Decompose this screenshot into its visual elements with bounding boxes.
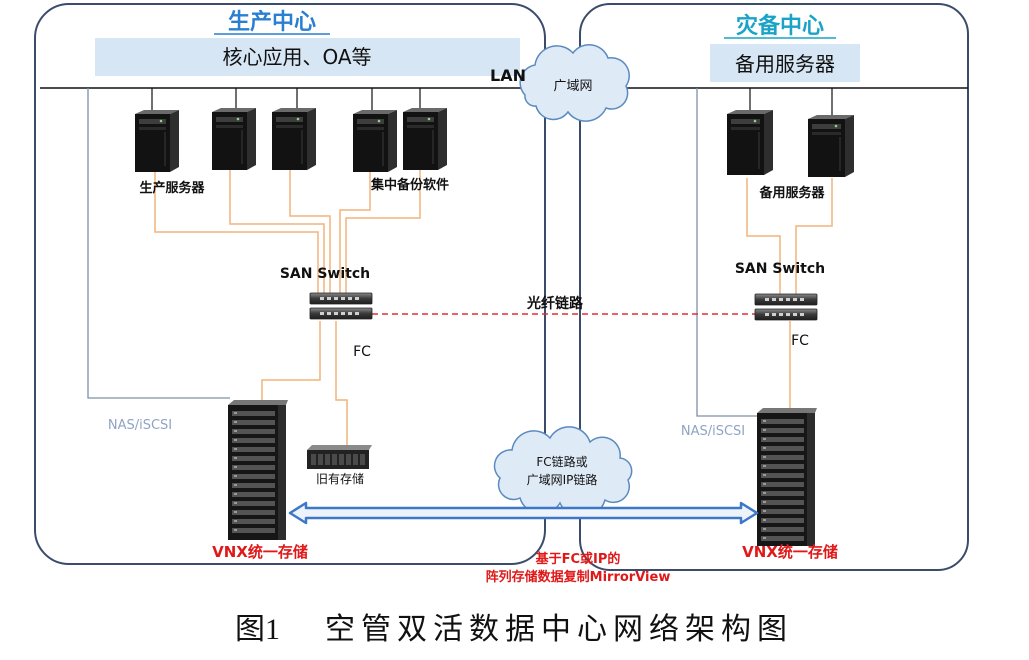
replication-cloud-line-1: FC链路或 [536,454,587,469]
san-switch-label-left: SAN Switch [280,266,370,282]
vnx-label-left: VNX统一存储 [212,543,308,561]
dr-center-title: 灾备中心 [736,13,824,39]
server-icon [272,108,316,170]
fiber-link-label: 光纤链路 [526,295,584,312]
figure-caption: 空管双活数据中心网络架构图 [325,613,787,646]
storage-rack-icon [228,400,288,540]
figure-number: 图1 [235,613,280,646]
core-apps-bar [95,38,520,76]
lan-drops [151,88,833,115]
storage-rack-icon [757,408,817,546]
lan-label: LAN [490,66,526,85]
dr-center-frame [579,3,969,571]
devices [135,108,854,546]
legacy-storage-icon [307,445,372,469]
san-cables [154,170,833,447]
server-icon [808,115,854,177]
fc-label-left: FC [353,344,371,360]
replication-note-line-1: 基于FC或IP的 [535,551,621,567]
standby-server-box [710,44,860,82]
legacy-storage-label: 旧有存储 [316,471,364,486]
core-apps-label: 核心应用、OA等 [222,45,371,69]
nas-label-right: NAS/iSCSI [681,424,745,439]
nas-label-left: NAS/iSCSI [108,418,172,433]
server-icon [353,110,397,172]
san-switch-icon [309,292,373,320]
san-switch-icon [754,293,818,321]
backup-software-label: 集中备份软件 [370,177,449,193]
replication-arrow [288,501,759,525]
san-switch-label-right: SAN Switch [735,261,825,277]
standby-servers-label: 备用服务器 [758,185,825,201]
server-icon [727,110,773,175]
server-icon [403,108,447,170]
standby-box-label: 备用服务器 [735,52,835,76]
vnx-label-right: VNX统一存储 [742,543,838,561]
replication-cloud-line-2: 广域网IP链路 [527,472,598,487]
production-servers-label: 生产服务器 [139,180,205,196]
wan-cloud-label: 广域网 [553,79,592,94]
production-center-title: 生产中心 [228,10,316,35]
production-center-frame [34,3,546,565]
replication-note-line-2: 阵列存储数据复制MirrorView [486,569,671,585]
fc-label-right: FC [791,333,809,349]
server-icon [135,110,179,172]
nas-links [87,88,757,417]
wan-cloud [519,44,630,122]
server-icon [212,108,256,170]
